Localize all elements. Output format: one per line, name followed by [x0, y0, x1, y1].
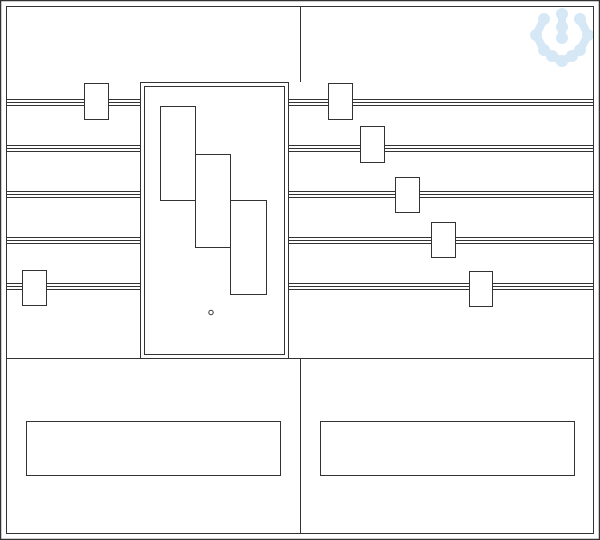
stepped-block	[160, 106, 196, 201]
logo-node	[530, 29, 542, 41]
rail-slider-box	[469, 271, 493, 307]
rail-slider-box	[360, 126, 385, 163]
logo-node	[538, 13, 550, 25]
logo-node	[582, 29, 594, 41]
logo-node	[556, 55, 568, 67]
stepped-block	[195, 154, 231, 248]
rail-slider-box	[395, 177, 420, 213]
logo-node	[574, 13, 586, 25]
logo-node	[556, 21, 568, 33]
rail-slider-box	[328, 83, 353, 120]
logo-node	[546, 50, 558, 62]
indicator-dot	[208, 309, 214, 316]
logo-node	[556, 32, 568, 44]
rail-slider-box	[22, 270, 47, 306]
bottom-left-panel	[26, 421, 281, 476]
stepped-block	[230, 200, 267, 295]
center-enclosure-inner	[144, 86, 285, 355]
logo-node	[556, 8, 568, 20]
bottom-right-panel	[320, 421, 575, 476]
rail-slider-box	[84, 83, 109, 120]
rail-slider-box	[431, 222, 456, 258]
logo-watermark-icon	[530, 8, 594, 67]
logo-node	[566, 50, 578, 62]
